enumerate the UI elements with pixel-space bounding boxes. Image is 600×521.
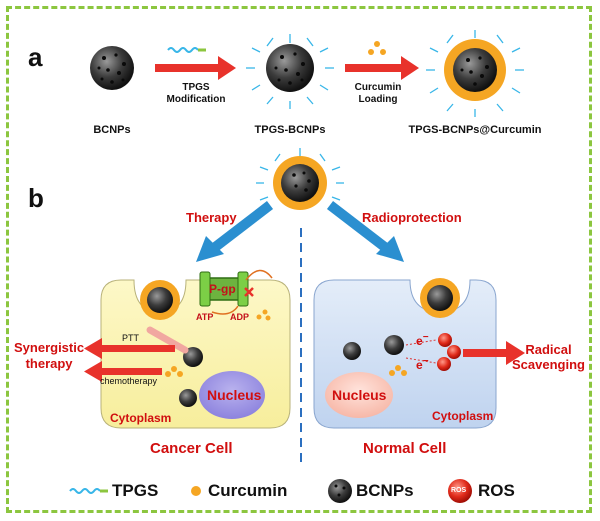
ros-icon-text: ROS — [451, 487, 467, 494]
ros-spheres — [437, 333, 461, 371]
bcnps-label: BCNPs — [93, 124, 131, 136]
chemotherapy-label: chemotherapy — [100, 376, 158, 386]
therapy-arrow — [196, 201, 274, 262]
cancer-cell-label: Cancer Cell — [150, 440, 233, 457]
arrow2-line1: Curcumin — [354, 82, 402, 93]
tpgs-bcnp-particle — [266, 44, 314, 92]
normal-cell-label: Normal Cell — [363, 440, 447, 457]
panel-b-label: b — [28, 183, 44, 213]
dashed-frame — [6, 6, 592, 513]
tpgs-bcnps-curcumin-label: TPGS-BCNPs@Curcumin — [408, 124, 542, 136]
atp-label: ATP — [196, 312, 214, 322]
blocked-x-icon — [244, 287, 254, 297]
arrow1-line2: Modification — [166, 94, 226, 105]
intracellular-particle — [179, 347, 203, 407]
arrow1-line1: TPGS — [182, 82, 210, 93]
therapy-label: Therapy — [186, 210, 237, 225]
adp-label: ADP — [230, 312, 250, 322]
tpgs-bcnps-label: TPGS-BCNPs — [254, 124, 326, 136]
ptt-laser — [146, 326, 189, 354]
radical-line2: Scavenging — [512, 357, 585, 372]
pgp-pump — [199, 269, 273, 315]
radical-line1: Radical — [525, 342, 572, 357]
normal-endocytosed-particle — [420, 278, 460, 318]
curcumin-dots — [165, 309, 271, 377]
legend-bcnps: BCNPs — [356, 481, 414, 500]
radioprotection-label: Radioprotection — [362, 210, 462, 225]
ptt-arrow — [84, 338, 175, 359]
cancer-nucleus-label: Nucleus — [207, 387, 262, 403]
tpgs-chains — [246, 30, 524, 201]
ros-legend-icon — [448, 479, 472, 503]
legend-tpgs: TPGS — [112, 481, 159, 500]
arrow2-line2: Loading — [358, 94, 398, 105]
tpgs-legend-icon — [69, 488, 108, 494]
legend-ros: ROS — [478, 481, 515, 500]
bcnp-legend-icon — [328, 479, 352, 503]
electron-label-1: e− — [416, 332, 429, 348]
curcumin-legend-icon — [191, 486, 201, 496]
ptt-label: PTT — [122, 333, 139, 343]
normal-intracellular-particles — [343, 335, 404, 360]
top-nanoparticle — [273, 156, 327, 210]
curcumin-loading-arrow — [345, 41, 419, 80]
cancer-cytoplasm-label: Cytoplasm — [110, 411, 172, 425]
arrow2-caption: Curcumin Loading — [338, 82, 418, 106]
pgp-label: P-gp — [209, 282, 236, 296]
synergistic-therapy-label: Synergistic therapy — [14, 340, 84, 372]
cancer-nucleus — [199, 371, 265, 419]
legend-curcumin: Curcumin — [208, 481, 288, 500]
tpgs-modification-arrow — [155, 47, 236, 80]
normal-nucleus-label: Nucleus — [332, 387, 387, 403]
synergistic-line1: Synergistic — [14, 340, 85, 355]
radical-scavenging-arrow — [463, 341, 525, 365]
endocytosed-particle — [140, 280, 180, 320]
electron-label-2: e− — [416, 356, 429, 372]
synergistic-line2: therapy — [25, 356, 73, 371]
tpgs-bcnp-curcumin-particle — [444, 39, 506, 101]
arrow1-caption: TPGS Modification — [150, 82, 242, 106]
radioprotection-arrow — [326, 201, 404, 262]
bcnp-particle — [90, 46, 134, 90]
panel-a-label: a — [28, 42, 43, 72]
normal-nucleus — [325, 372, 393, 418]
normal-cytoplasm-label: Cytoplasm — [432, 409, 494, 423]
radical-scavenging-label: Radical Scavenging — [512, 342, 585, 372]
electron-transfer-arrows — [405, 339, 437, 364]
chemotherapy-arrow — [84, 361, 162, 382]
